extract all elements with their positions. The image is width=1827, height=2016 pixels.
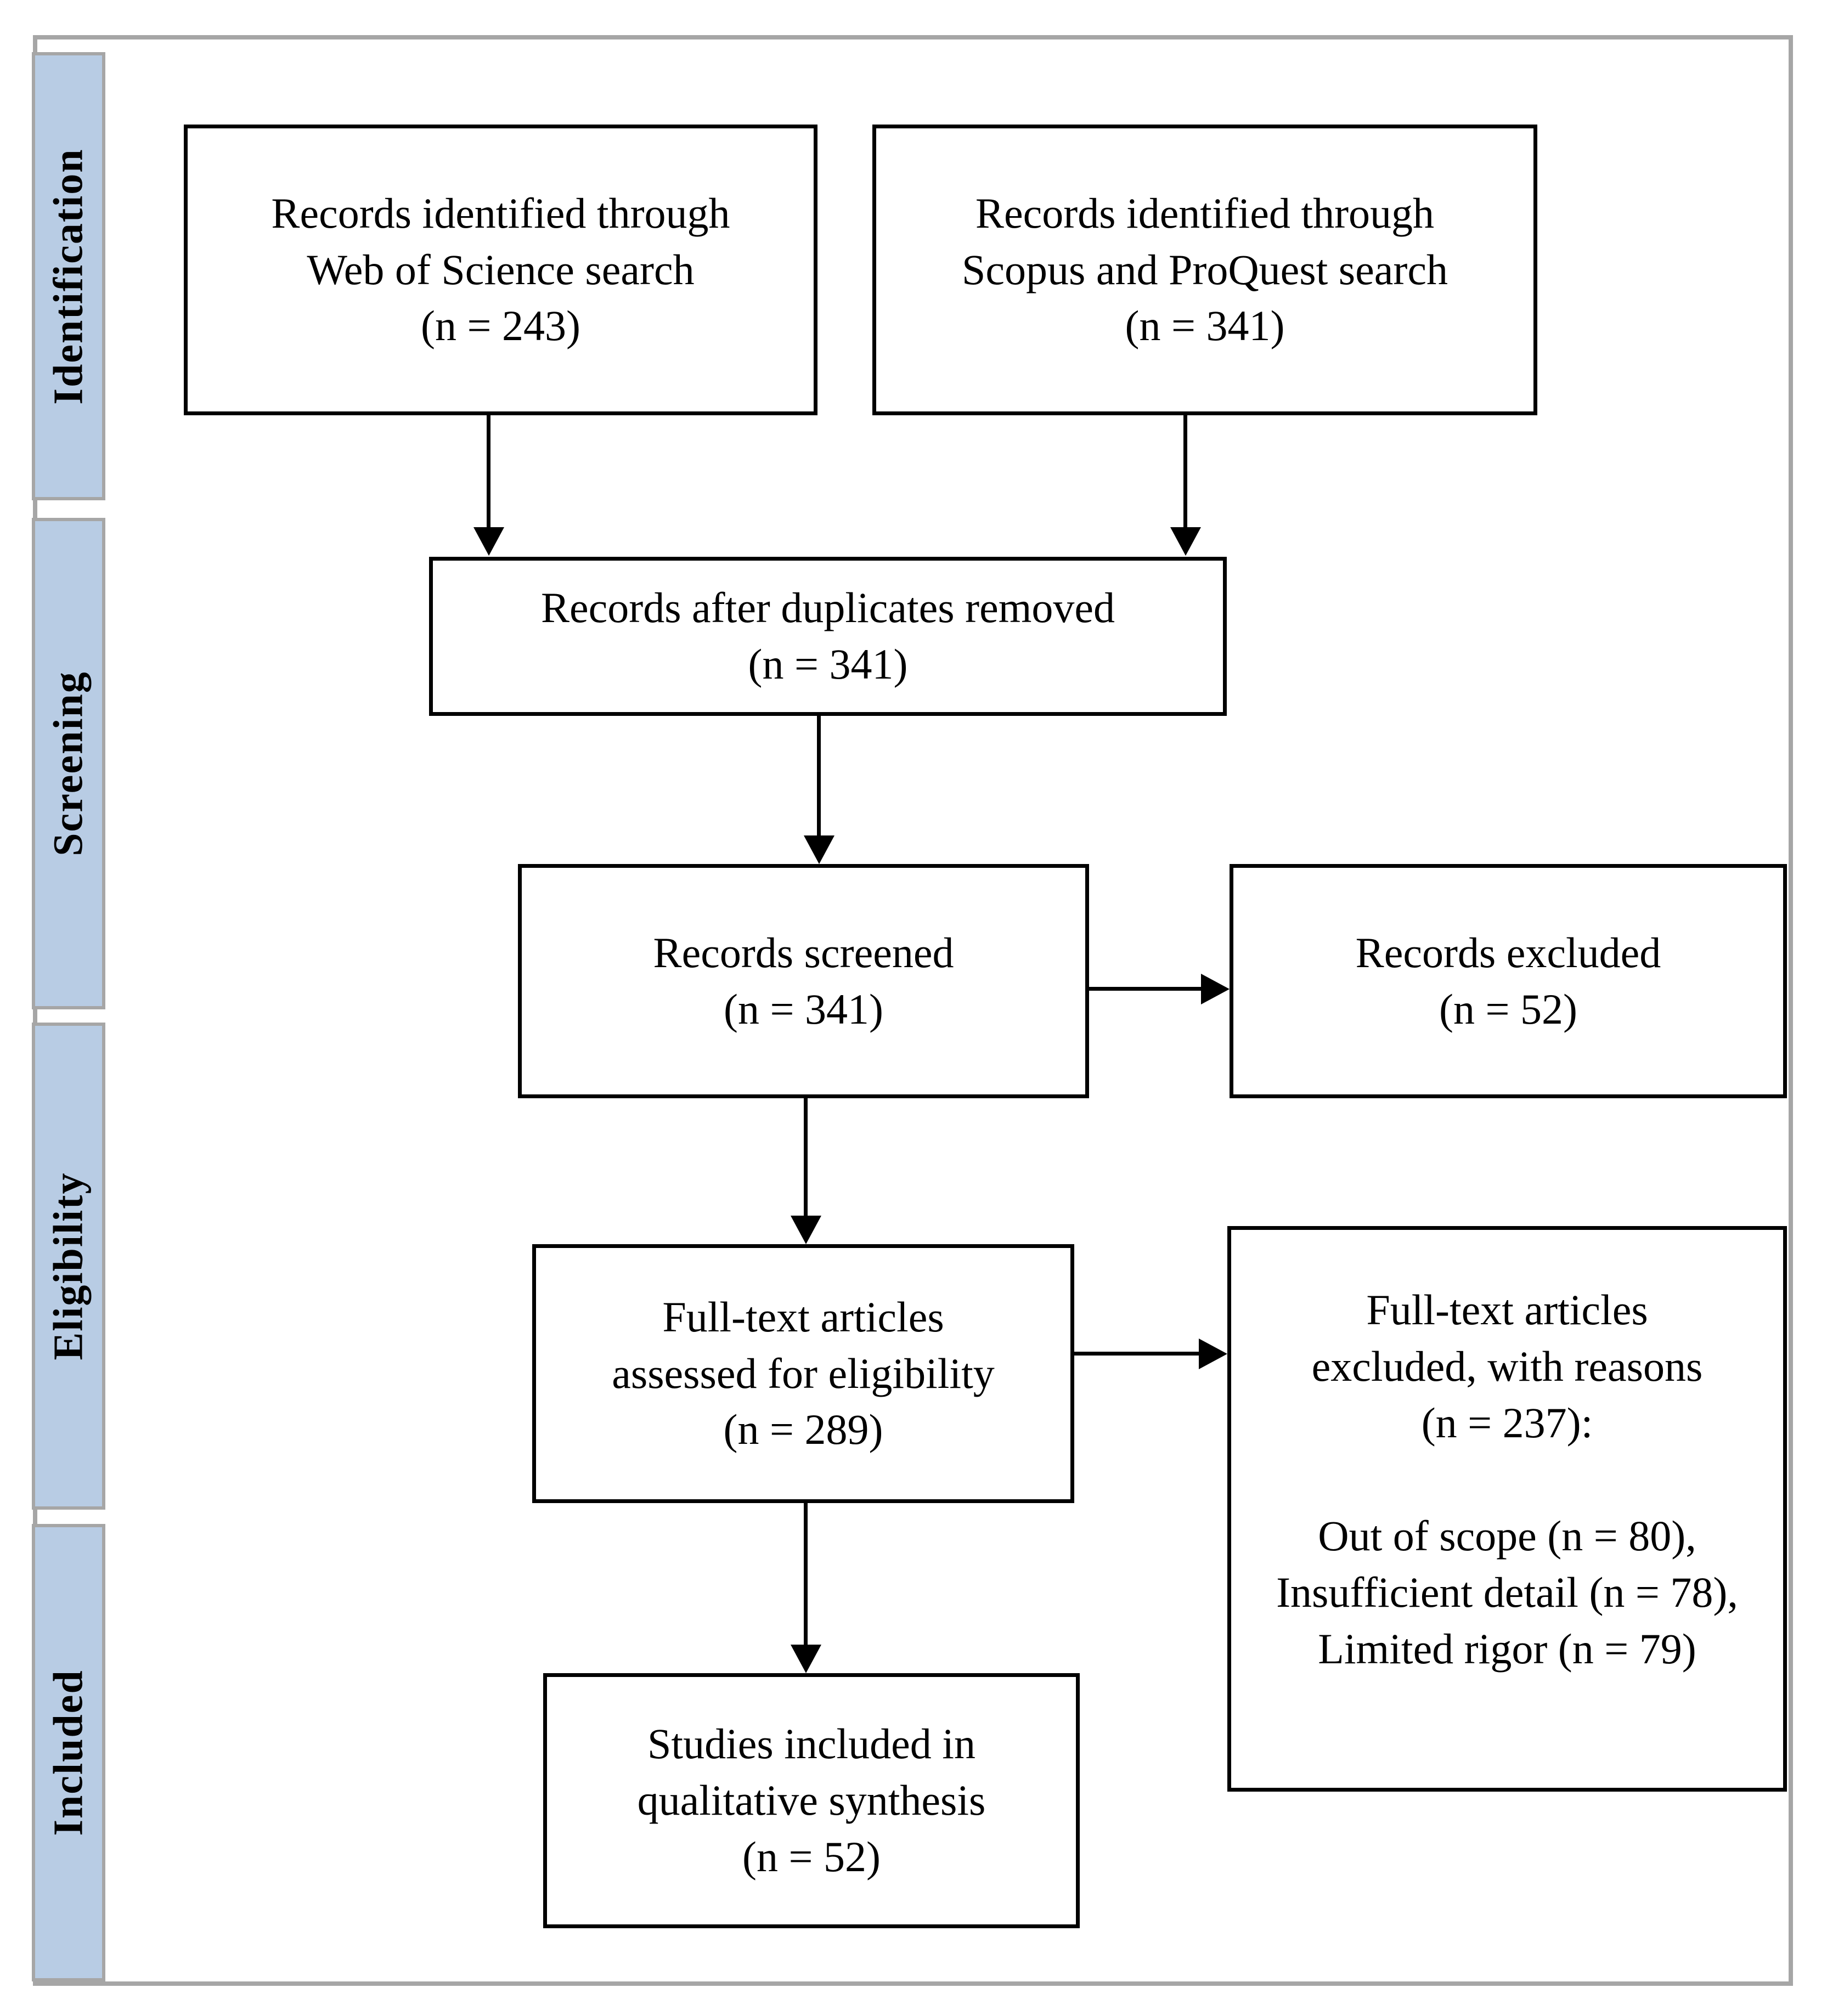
arrow-scopus-to-duplicates [1170, 415, 1201, 556]
stage-included-label: Included [45, 1669, 92, 1836]
box-text-line: Studies included in [647, 1720, 975, 1768]
stage-identification-label: Identification [45, 148, 92, 405]
box-text-line: Insufficient detail (n = 78), [1276, 1568, 1738, 1616]
box-duplicates-removed: Records after duplicates removed (n = 34… [429, 557, 1227, 716]
box-text-line: (n = 289) [723, 1405, 883, 1454]
box-text-line: Scopus and ProQuest search [962, 245, 1448, 293]
box-text-line: (n = 237): [1421, 1398, 1593, 1447]
stage-identification: Identification [32, 52, 105, 500]
stage-eligibility-label: Eligibility [45, 1172, 92, 1360]
box-text-line: Records identified through [271, 189, 730, 237]
box-text-line: (n = 341) [724, 985, 883, 1033]
box-records-identified-scopus: Records identified through Scopus and Pr… [872, 125, 1537, 415]
box-text-line: Full-text articles [1366, 1286, 1648, 1334]
box-fulltext-excluded: Full-text articles excluded, with reason… [1227, 1226, 1787, 1792]
box-fulltext-assessed: Full-text articles assessed for eligibil… [532, 1244, 1074, 1503]
box-text-line: (n = 52) [742, 1832, 881, 1881]
box-text-line: Records identified through [975, 189, 1435, 237]
box-text-line: Records after duplicates removed [540, 584, 1115, 632]
stage-eligibility: Eligibility [32, 1023, 105, 1510]
box-text-line: (n = 243) [421, 302, 580, 350]
box-text-line: Records screened [653, 928, 954, 976]
box-text-line: Limited rigor (n = 79) [1318, 1624, 1696, 1673]
arrow-fulltext-to-included [791, 1503, 821, 1673]
box-records-excluded: Records excluded (n = 52) [1230, 864, 1787, 1098]
box-text-line: Web of Science search [307, 245, 695, 293]
box-records-identified-wos: Records identified through Web of Scienc… [184, 125, 817, 415]
stage-screening-label: Screening [45, 671, 92, 856]
box-text-line: (n = 52) [1439, 985, 1577, 1033]
box-text-line: assessed for eligibility [612, 1349, 995, 1397]
box-text-line: Full-text articles [662, 1292, 944, 1341]
arrow-screened-to-fulltext [791, 1098, 821, 1244]
box-records-screened: Records screened (n = 341) [518, 864, 1089, 1098]
arrow-fulltext-to-fulltext-excluded [1074, 1339, 1227, 1369]
box-text-line: qualitative synthesis [637, 1776, 986, 1825]
arrow-wos-to-duplicates [473, 415, 504, 556]
stage-included: Included [32, 1524, 105, 1981]
box-text-line: Out of scope (n = 80), [1318, 1511, 1696, 1560]
box-text-line [1502, 1452, 1513, 1508]
arrow-screened-to-excluded [1089, 974, 1230, 1004]
box-text-line: Records excluded [1355, 928, 1661, 976]
stage-screening: Screening [32, 518, 105, 1009]
box-text-line: (n = 341) [1125, 302, 1285, 350]
box-text-line: (n = 341) [748, 640, 908, 688]
arrow-duplicates-to-screened [804, 716, 834, 864]
box-text-line: excluded, with reasons [1311, 1342, 1703, 1390]
box-studies-included: Studies included in qualitative synthesi… [543, 1673, 1080, 1928]
